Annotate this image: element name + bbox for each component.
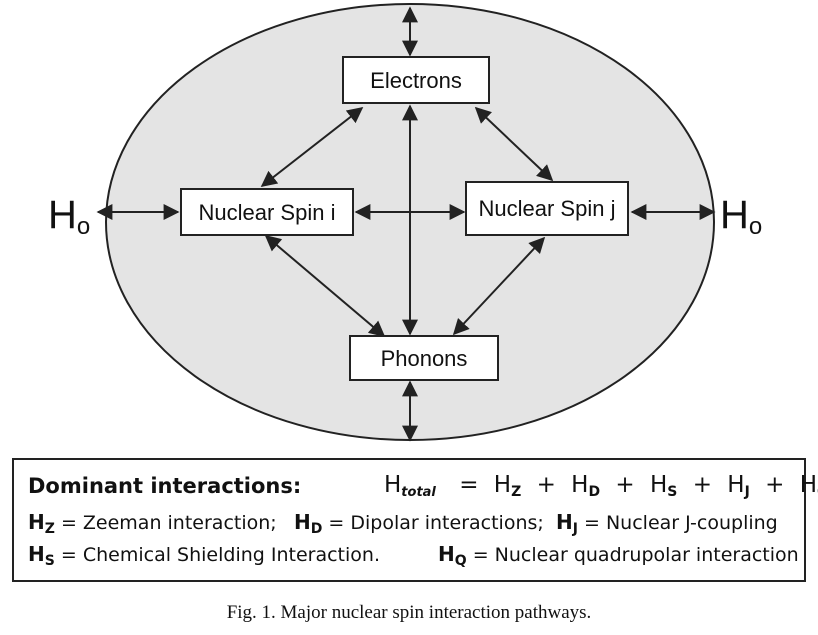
equals-sign: = xyxy=(459,472,479,498)
plus-sign: + xyxy=(692,472,712,498)
node-nuclear-spin-i: Nuclear Spin i xyxy=(180,188,354,236)
node-electrons: Electrons xyxy=(342,56,490,104)
node-phonons: Phonons xyxy=(349,335,499,381)
node-nuclear-spin-j-label: Nuclear Spin j xyxy=(479,196,616,221)
plus-sign: + xyxy=(765,472,785,498)
legend-box: Dominant interactions: Htotal = HZ + HD … xyxy=(12,458,818,582)
plus-sign: + xyxy=(536,472,556,498)
definition-dipolar: HD = Dipolar interactions; xyxy=(294,510,544,537)
figure-caption: Fig. 1. Major nuclear spin interaction p… xyxy=(226,602,592,623)
plus-sign: + xyxy=(615,472,635,498)
field-label-right: Ho xyxy=(720,193,762,240)
term-total: Htotal xyxy=(384,472,436,500)
node-nuclear-spin-i-label: Nuclear Spin i xyxy=(199,200,336,225)
arrow-spin-j-phonons xyxy=(452,236,546,336)
node-electrons-label: Electrons xyxy=(370,68,462,93)
node-nuclear-spin-j: Nuclear Spin j xyxy=(465,181,629,236)
total-hamiltonian-equation: Htotal = HZ + HD + HS + HJ + HQ xyxy=(384,472,818,500)
term-jcoupling: HJ xyxy=(727,472,750,500)
definition-quadrupolar: HQ = Nuclear quadrupolar interaction xyxy=(438,542,799,569)
arrow-spin-i-phonons xyxy=(264,234,386,338)
arrow-electrons-spin-j xyxy=(474,106,554,182)
definition-zeeman: HZ = Zeeman interaction; xyxy=(28,510,277,537)
arrow-electrons-spin-i xyxy=(260,107,364,187)
legend-title: Dominant interactions: xyxy=(28,474,302,498)
definition-jcoupling: HJ = Nuclear J-coupling xyxy=(556,510,778,537)
field-label-left: Ho xyxy=(48,193,90,240)
term-dipolar: HD xyxy=(571,472,601,500)
definition-shielding: HS = Chemical Shielding Interaction. xyxy=(28,542,380,569)
term-zeeman: HZ xyxy=(493,472,522,500)
term-quadrupolar: HQ xyxy=(799,472,818,500)
interaction-diagram: Electrons Nuclear Spin i Nuclear Spin j … xyxy=(48,3,762,442)
node-phonons-label: Phonons xyxy=(381,346,468,371)
term-shielding: HS xyxy=(649,472,678,500)
